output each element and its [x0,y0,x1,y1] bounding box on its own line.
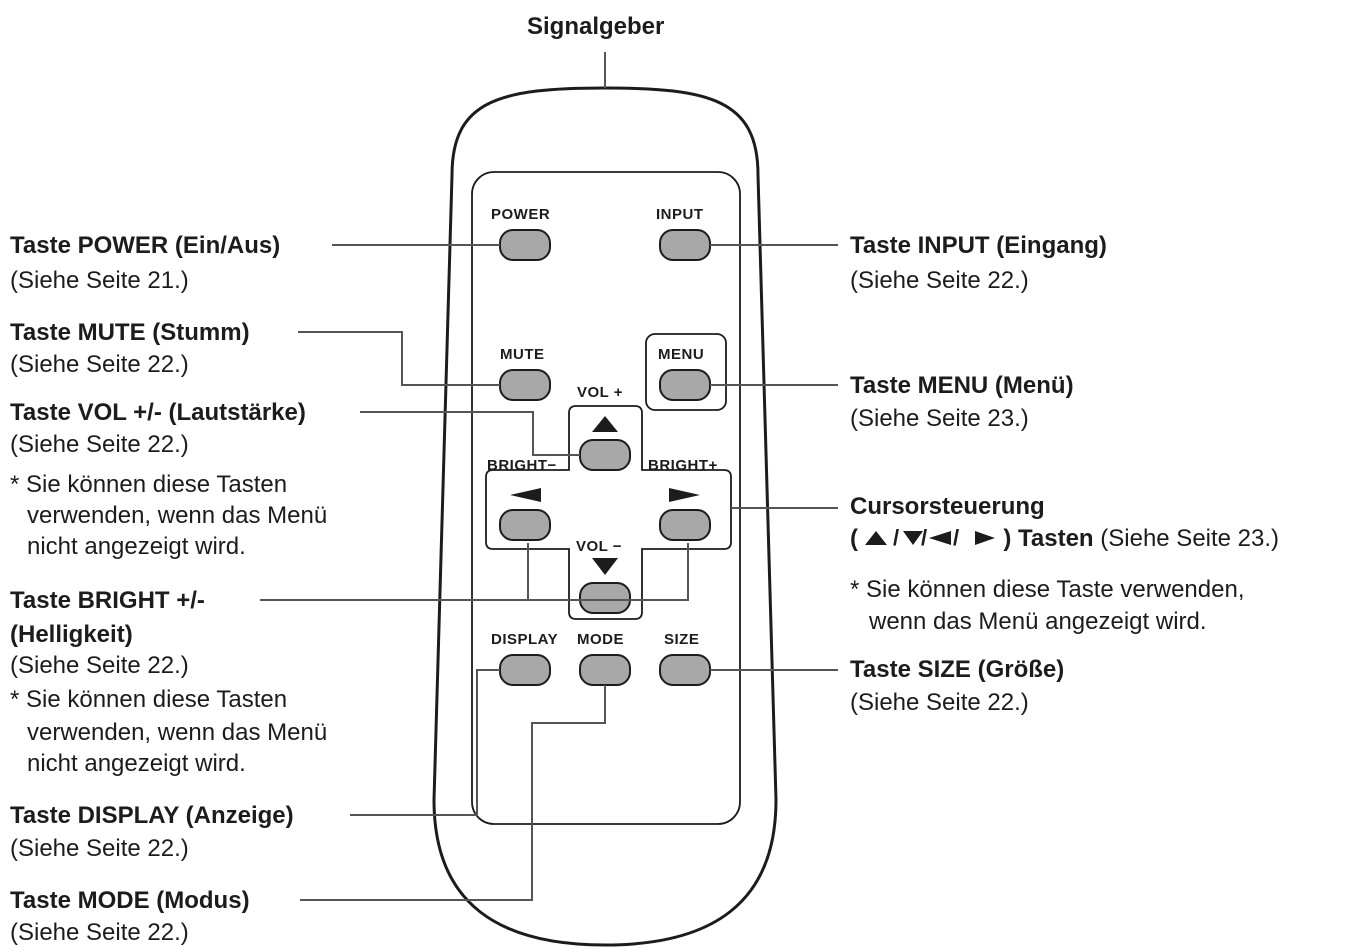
bright-callout-title-2: (Helligkeit) [10,621,133,648]
remote-button-panel [471,171,741,825]
bright-callout-ref: (Siehe Seite 22.) [10,652,189,679]
menu-callout-title: Taste MENU (Menü) [850,372,1074,399]
vol-down-button[interactable] [579,582,631,614]
display-button[interactable] [499,654,551,686]
mode-callout-title: Taste MODE (Modus) [10,887,250,914]
bright-up-button[interactable] [659,509,711,541]
power-callout-ref: (Siehe Seite 21.) [10,267,189,294]
vol-callout-note-2: verwenden, wenn das Menü [27,502,328,529]
cursor-callout-note-1: * Sie können diese Taste verwenden, [850,576,1245,603]
mode-callout-ref: (Siehe Seite 22.) [10,919,189,946]
menu-callout-ref: (Siehe Seite 23.) [850,405,1029,432]
triangle-up-icon [864,531,887,545]
mute-callout-ref: (Siehe Seite 22.) [10,351,189,378]
bright-callout-title-1: Taste BRIGHT +/- [10,587,205,614]
display-callout-ref: (Siehe Seite 22.) [10,835,189,862]
triangle-right-icon [974,531,995,545]
vol-callout-note-1: * Sie können diese Tasten [10,471,288,498]
size-callout-ref: (Siehe Seite 22.) [850,689,1029,716]
input-callout-ref: (Siehe Seite 22.) [850,267,1029,294]
mute-key-label: MUTE [500,346,545,363]
display-callout-title: Taste DISPLAY (Anzeige) [10,802,294,829]
cursor-close-paren: ) [1003,525,1012,552]
bright-minus-key-label: BRIGHT− [487,457,557,474]
triangle-right-icon [669,488,700,502]
bright-callout-note-1: * Sie können diese Tasten [10,686,288,713]
triangle-down-icon [592,558,618,575]
size-key-label: SIZE [664,631,700,648]
leader-vol [360,411,580,456]
vol-plus-key-label: VOL + [577,384,623,401]
cursor-separator-1: / [893,527,899,549]
vol-callout-ref: (Siehe Seite 22.) [10,431,189,458]
input-callout-title: Taste INPUT (Eingang) [850,232,1107,259]
menu-frame [645,333,727,411]
input-key-label: INPUT [656,206,704,223]
bright-down-button[interactable] [499,509,551,541]
triangle-down-icon [902,531,923,545]
power-button[interactable] [499,229,551,261]
leader-lines-right [710,244,838,671]
bright-plus-key-label: BRIGHT+ [648,457,718,474]
display-key-label: DISPLAY [491,631,559,648]
power-key-label: POWER [491,206,551,223]
input-button[interactable] [659,229,711,261]
vol-callout-title: Taste VOL +/- (Lautstärke) [10,399,306,426]
mute-callout-title: Taste MUTE (Stumm) [10,319,250,346]
leader-lines-left [260,244,689,901]
leader-display [350,669,500,816]
menu-button[interactable] [659,369,711,401]
cursor-arrows-icon: / / / [864,525,959,550]
cursor-callout-line: ( / / / ) Tasten (Siehe Seite 23.) [850,524,1279,553]
cursor-callout-ref: (Siehe Seite 23.) [1100,525,1280,552]
power-callout-title: Taste POWER (Ein/Aus) [10,232,281,259]
triangle-up-icon [592,416,618,432]
bright-callout-note-3: nicht angezeigt wird. [27,750,246,777]
cursor-open-paren: ( [850,525,858,552]
size-callout-title: Taste SIZE (Größe) [850,656,1065,683]
vol-up-button[interactable] [579,439,631,471]
mute-button[interactable] [499,369,551,401]
triangle-left-icon [928,531,951,545]
leader-mute [298,331,500,386]
dpad-frame [485,405,732,620]
size-button[interactable] [659,654,711,686]
mode-button[interactable] [579,654,631,686]
cursor-tasten-label: Tasten [1018,525,1094,552]
triangle-left-icon [510,488,541,502]
mode-key-label: MODE [577,631,624,648]
menu-key-label: MENU [658,346,705,363]
cursor-separator-2: / [921,527,927,549]
cursor-callout-title: Cursorsteuerung [850,493,1045,520]
cursor-callout-note-2: wenn das Menü angezeigt wird. [869,608,1207,635]
bright-callout-note-2: verwenden, wenn das Menü [27,719,328,746]
cursor-separator-3: / [953,527,959,549]
leader-bright [260,543,689,601]
vol-callout-note-3: nicht angezeigt wird. [27,533,246,560]
signal-emitter-label: Signalgeber [527,13,665,40]
vol-minus-key-label: VOL − [576,538,622,555]
leader-mode [300,685,606,901]
